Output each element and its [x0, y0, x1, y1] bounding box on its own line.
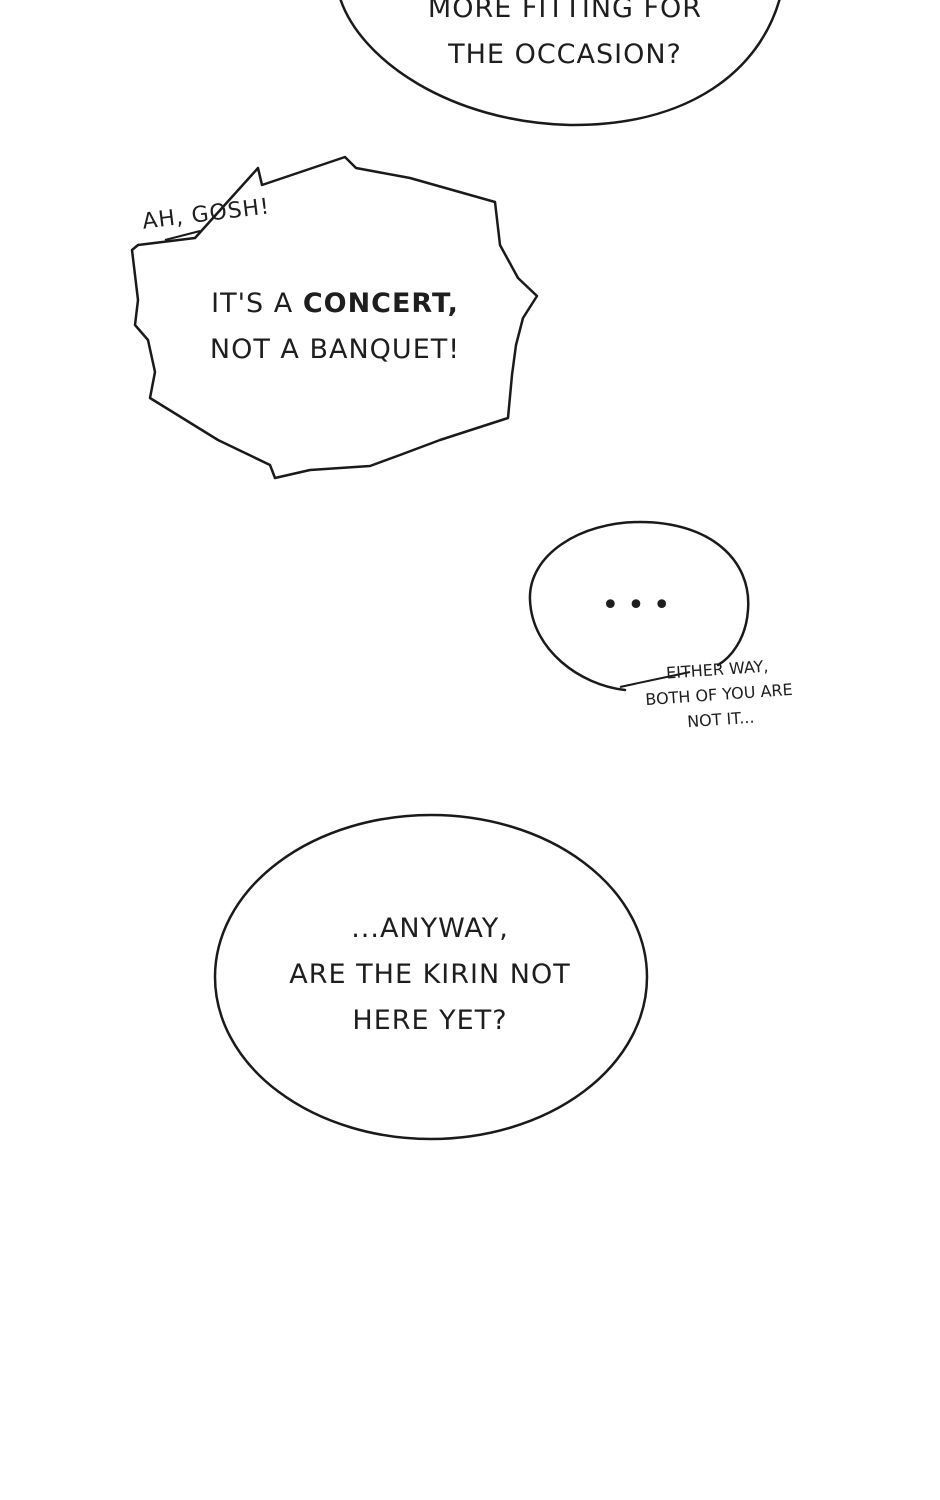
ellipsis-dots: ••• — [601, 588, 679, 623]
ellipsis-aside-text: EITHER WAY, BOTH OF YOU ARE NOT IT... — [622, 650, 817, 738]
aside-mark-either-way — [619, 671, 691, 688]
shout-bubble-line-2: NOT A BANQUET! — [209, 334, 461, 365]
aside-underline-gosh — [164, 230, 201, 241]
top-bubble-line-1: MORE FITTING FOR — [427, 0, 703, 24]
question-bubble-text: ...ANYWAY, ARE THE KIRIN NOT HERE YET? — [280, 906, 580, 1044]
speech-bubble-top — [339, 0, 781, 127]
question-bubble-line-2: ARE THE KIRIN NOT — [289, 959, 571, 990]
shout-line-1-plain: IT'S A — [211, 288, 294, 319]
shout-bubble-text: IT'S A CONCERT, NOT A BANQUET! — [185, 281, 485, 373]
shout-bubble-line-1: IT'S A CONCERT, — [185, 281, 485, 327]
question-bubble-line-3: HERE YET? — [352, 1005, 508, 1036]
shout-line-1-bold: CONCERT, — [302, 288, 459, 319]
top-bubble-line-2: THE OCCASION? — [448, 39, 682, 70]
question-bubble-line-1: ...ANYWAY, — [351, 913, 509, 944]
speech-bubble-question — [213, 813, 649, 1141]
speech-bubble-ellipsis — [528, 520, 750, 692]
speech-bubble-shout — [130, 155, 539, 480]
top-bubble-text: MORE FITTING FOR THE OCCASION? — [400, 0, 730, 78]
